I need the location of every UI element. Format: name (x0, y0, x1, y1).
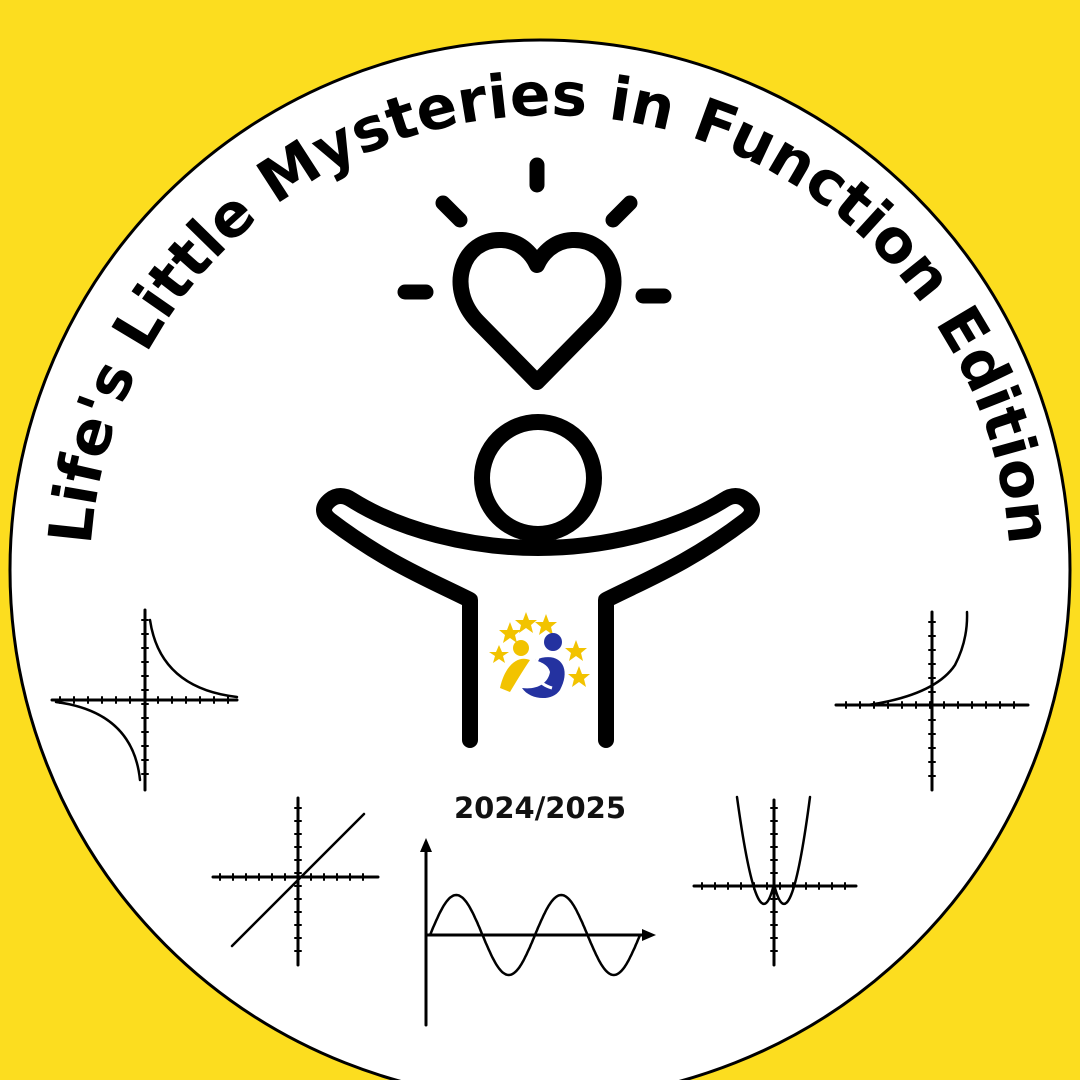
etwinning-logo (489, 612, 590, 699)
parabola-function-graph (692, 795, 858, 967)
year-label: 2024/2025 (454, 791, 626, 825)
exponential-function-graph (834, 610, 1030, 792)
heart-icon (452, 232, 622, 390)
badge-circle (8, 38, 1072, 1080)
linear-function-graph (211, 796, 380, 967)
sine-function-graph (420, 838, 656, 1027)
reciprocal-function-graph (50, 608, 239, 792)
light-rays-icon (397, 157, 672, 304)
person-arms-up-icon (316, 414, 760, 748)
